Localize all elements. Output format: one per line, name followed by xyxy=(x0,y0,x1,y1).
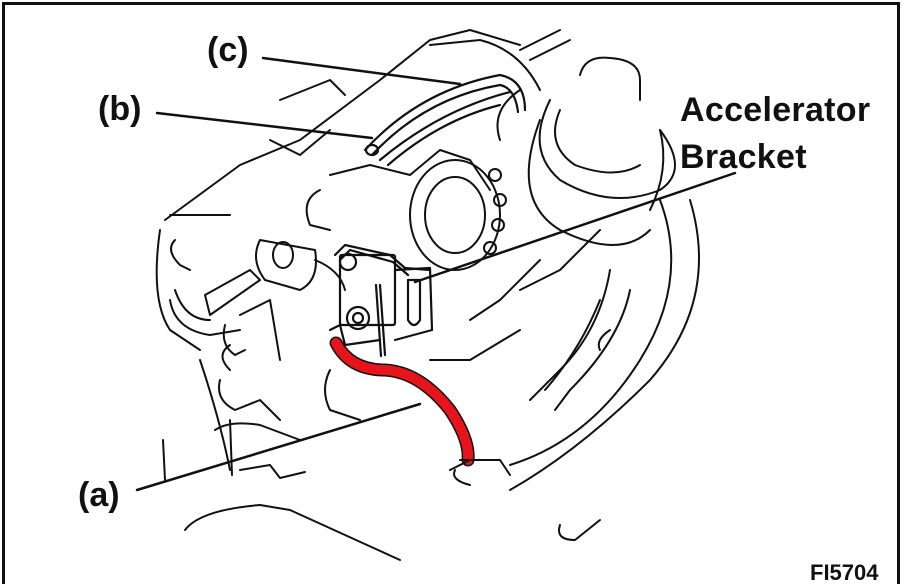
engine-body-outline xyxy=(155,29,571,471)
right-side-hoses xyxy=(429,199,700,491)
callout-label-bracket: Bracket xyxy=(680,138,807,176)
highlighted-cable-a-fill xyxy=(331,338,474,465)
callout-label-a: (a) xyxy=(78,476,120,514)
callout-label-c: (c) xyxy=(207,31,249,69)
leader-a xyxy=(135,402,422,492)
figure-code: FI5704 xyxy=(810,560,879,585)
dashpot-dome xyxy=(496,56,676,246)
leader-b xyxy=(155,111,374,140)
cables-b-c xyxy=(363,73,527,167)
leader-lines xyxy=(135,56,737,492)
lower-engine-outline xyxy=(162,369,601,561)
throttle-body xyxy=(255,149,507,291)
leader-accelerator-bracket xyxy=(413,171,737,284)
callout-label-accelerator: Accelerator xyxy=(680,91,871,129)
callout-label-b: (b) xyxy=(98,90,142,128)
leader-c xyxy=(261,56,462,86)
accelerator-bracket xyxy=(328,243,434,358)
throttle-lever xyxy=(169,239,281,371)
